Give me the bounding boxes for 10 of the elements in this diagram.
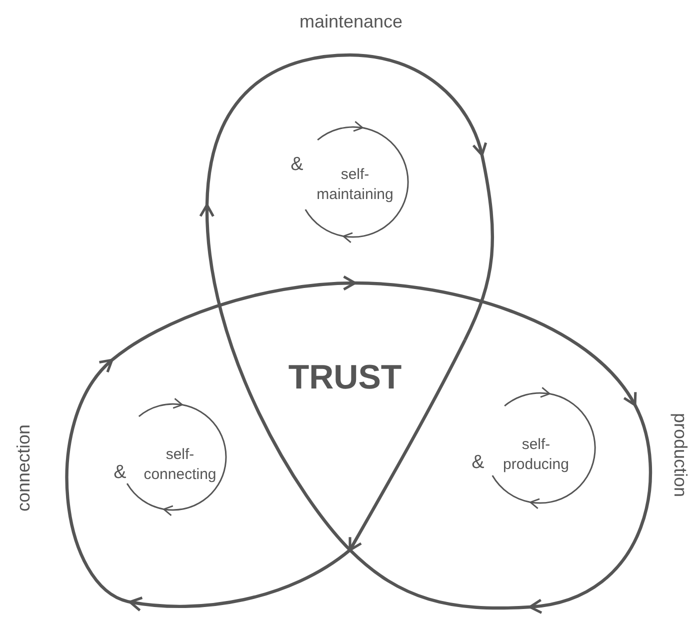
- loop-label: maintenance: [299, 12, 403, 32]
- loop-label: connection: [14, 424, 34, 512]
- cycle-label: self-connecting: [142, 444, 218, 485]
- center-title: TRUST: [288, 358, 402, 398]
- ampersand-label: &: [472, 452, 484, 474]
- ampersand-label: &: [290, 154, 304, 176]
- cycle-label: self-producing: [502, 434, 570, 475]
- loop-label: production: [670, 412, 690, 498]
- ampersand-label: &: [114, 462, 126, 484]
- cycle-label: self-maintaining: [316, 164, 394, 205]
